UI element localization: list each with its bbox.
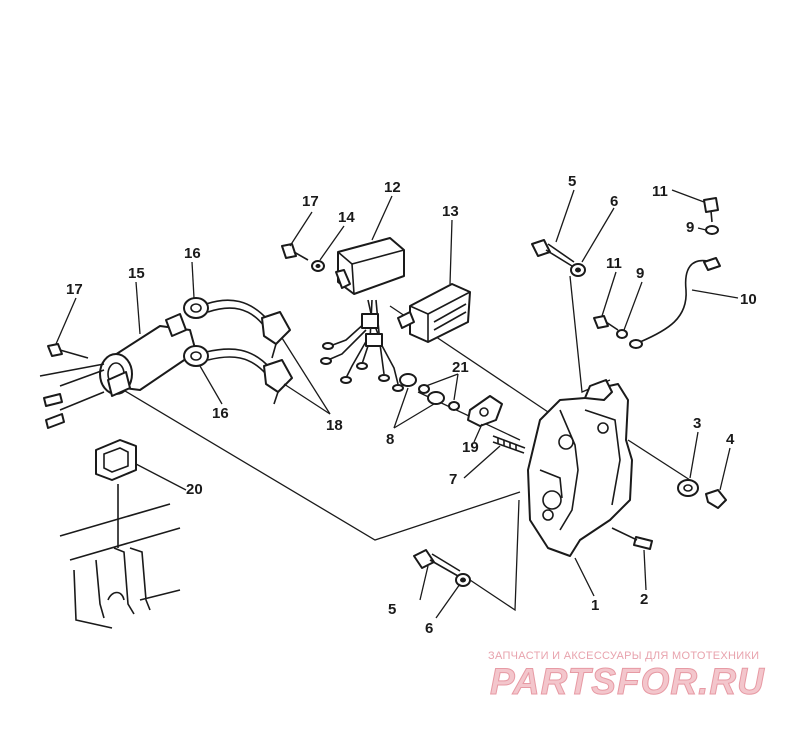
callout-13: 13 xyxy=(442,203,459,220)
callout-9-top: 9 xyxy=(686,219,694,236)
callout-6-top: 6 xyxy=(610,193,618,210)
washer-6-bottom xyxy=(455,573,471,587)
engine-mount-detail xyxy=(59,484,181,629)
callout-21: 21 xyxy=(452,359,469,376)
callout-16-bottom: 16 xyxy=(212,405,229,422)
washer-9-top xyxy=(705,225,719,235)
callout-11-bottom: 11 xyxy=(606,255,622,272)
watermark-logo: PARTSFOR.RU xyxy=(490,661,765,702)
callout-11-top: 11 xyxy=(652,183,668,200)
callout-8: 8 xyxy=(386,431,394,448)
spark-plug-leads-18 xyxy=(205,299,293,405)
washer-9-bottom xyxy=(616,329,628,339)
bolt-5-bottom xyxy=(413,549,461,577)
callout-labels: 1 2 3 4 5 5 6 6 7 8 9 9 10 11 11 12 13 1… xyxy=(66,173,757,637)
washers-21 xyxy=(418,384,460,411)
callout-17-left: 17 xyxy=(66,281,83,298)
callout-2: 2 xyxy=(640,591,648,608)
grommet-3 xyxy=(677,479,699,497)
stud-7 xyxy=(492,435,526,454)
mounting-bracket xyxy=(527,379,633,557)
callout-6-bottom: 6 xyxy=(425,620,433,637)
callout-9-bottom: 9 xyxy=(636,265,644,282)
clamp-19 xyxy=(467,395,503,427)
callout-1: 1 xyxy=(591,597,599,614)
callout-20: 20 xyxy=(186,481,203,498)
callout-5-top: 5 xyxy=(568,173,576,190)
pin-4 xyxy=(705,489,727,509)
bolt-5-top xyxy=(531,239,575,267)
callout-19: 19 xyxy=(462,439,479,456)
screw-11-bottom xyxy=(593,315,619,331)
callout-15: 15 xyxy=(128,265,145,282)
screw-17-left xyxy=(47,343,89,359)
washer-6-top xyxy=(570,263,586,277)
callout-18: 18 xyxy=(326,417,343,434)
ground-wire-10 xyxy=(629,257,721,349)
callout-12: 12 xyxy=(384,179,401,196)
screw-17-top xyxy=(281,243,309,261)
screw-2 xyxy=(611,527,653,550)
callout-leaders xyxy=(55,189,739,619)
callout-7: 7 xyxy=(449,471,457,488)
washer-14 xyxy=(311,260,325,272)
callout-14: 14 xyxy=(338,209,355,226)
callout-5-bottom: 5 xyxy=(388,601,396,618)
power-pack-12 xyxy=(320,237,405,392)
clip-20 xyxy=(95,439,137,481)
callout-3: 3 xyxy=(693,415,701,432)
ignition-coil-15 xyxy=(39,313,197,429)
callout-17-top: 17 xyxy=(302,193,319,210)
callout-16-top: 16 xyxy=(184,245,201,262)
boot-16-top xyxy=(183,297,209,319)
nuts-8 xyxy=(399,373,445,405)
rectifier-13 xyxy=(397,283,471,343)
watermark: ЗАПЧАСТИ И АКСЕССУАРЫ ДЛЯ МОТОТЕХНИКИ PA… xyxy=(488,650,765,703)
screw-11-top xyxy=(703,197,719,223)
callout-10: 10 xyxy=(740,291,757,308)
callout-4: 4 xyxy=(726,431,735,448)
watermark-tagline: ЗАПЧАСТИ И АКСЕССУАРЫ ДЛЯ МОТОТЕХНИКИ xyxy=(488,650,759,662)
boot-16-bottom xyxy=(183,345,209,367)
